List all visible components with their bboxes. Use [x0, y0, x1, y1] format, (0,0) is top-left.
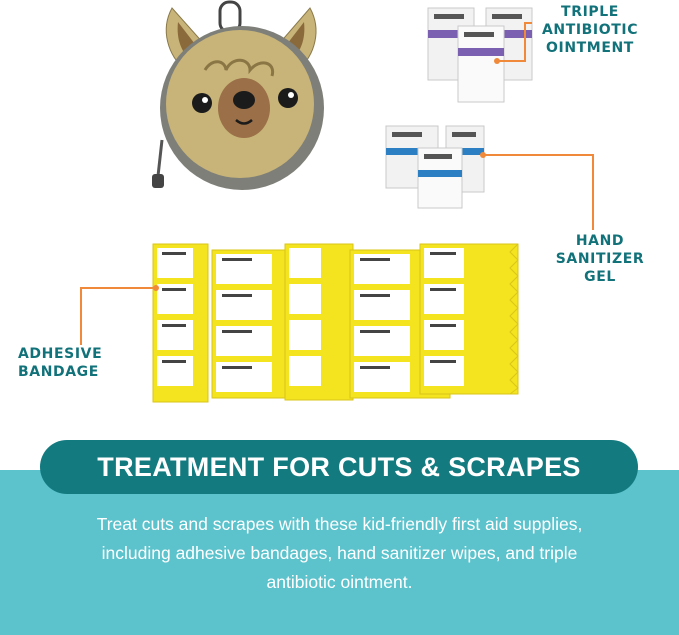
description-line2: including adhesive bandages, hand saniti… — [101, 543, 578, 563]
gel-leader-dot — [480, 152, 486, 158]
ointment-leader-h — [498, 60, 526, 62]
bandage-leader-dot — [153, 285, 159, 291]
callout-gel-line3: GEL — [584, 269, 616, 285]
callout-gel: HAND SANITIZER GEL — [545, 232, 655, 286]
description-text: Treat cuts and scrapes with these kid-fr… — [60, 510, 619, 597]
callout-gel-line1: HAND — [575, 233, 625, 249]
sanitizer-packets-image — [385, 125, 485, 209]
callout-gel-line2: SANITIZER — [555, 251, 645, 267]
ointment-leader-dot — [494, 58, 500, 64]
ointment-leader-v — [524, 22, 526, 62]
callout-ointment: TRIPLE ANTIBIOTIC OINTMENT — [525, 3, 655, 57]
callout-bandage-line2: BANDAGE — [18, 364, 99, 380]
bandage-leader-v — [80, 287, 82, 345]
callout-bandage-line1: ADHESIVE — [18, 346, 103, 362]
description-line1: Treat cuts and scrapes with these kid-fr… — [96, 514, 583, 534]
gel-leader-h — [484, 154, 594, 156]
callout-ointment-line2: OINTMENT — [546, 40, 634, 56]
description-line3: antibiotic ointment. — [266, 572, 413, 592]
gel-leader-v — [592, 154, 594, 230]
bandage-packets-image — [152, 243, 519, 403]
callout-bandage: ADHESIVE BANDAGE — [18, 345, 118, 381]
bandage-leader-h — [80, 287, 158, 289]
info-area — [0, 470, 679, 635]
ointment-leader-top — [524, 22, 532, 24]
ointment-packets-image — [427, 7, 533, 103]
callout-ointment-line1: TRIPLE ANTIBIOTIC — [541, 4, 639, 38]
headline-title: TREATMENT FOR CUTS & SCRAPES — [97, 451, 581, 482]
product-illustration — [152, 0, 533, 403]
headline-banner: TREATMENT FOR CUTS & SCRAPES — [40, 440, 638, 494]
llama-pouch-image — [152, 0, 324, 190]
